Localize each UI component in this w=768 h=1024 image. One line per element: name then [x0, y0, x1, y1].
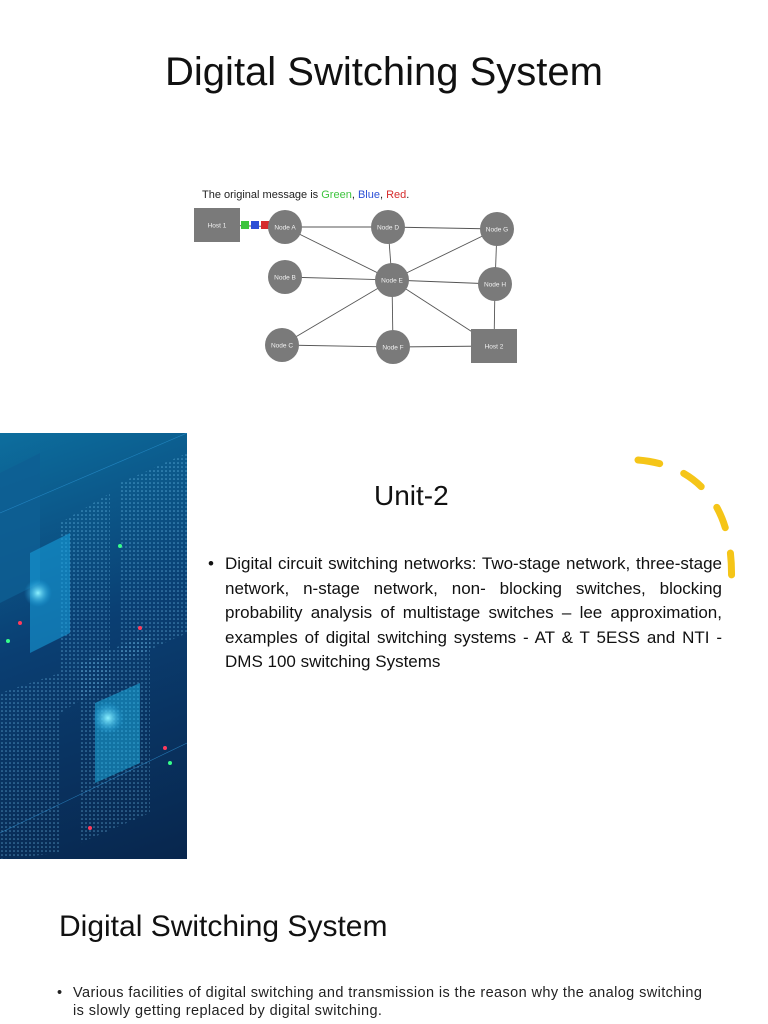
node-b: Node B: [268, 260, 302, 294]
section-title: Digital Switching System: [59, 910, 388, 943]
node-label: Host 2: [485, 344, 504, 351]
node-shape: [376, 330, 410, 364]
node-label: Node A: [274, 225, 296, 232]
edge-B-E: [284, 276, 393, 281]
caption-blue: Blue: [358, 189, 380, 201]
caption-end: .: [406, 189, 409, 201]
message-packets: [241, 221, 269, 229]
node-shape: [471, 329, 517, 363]
node-label: Node F: [382, 345, 403, 352]
node-a: Node A: [268, 210, 302, 244]
nodes-layer: Host 1 Node A Node B Node C Node D Node E Node…: [194, 208, 517, 364]
network-diagram: The original message is Green, Blue, Red…: [194, 189, 517, 364]
caption-red: Red: [386, 189, 406, 201]
node-shape: [375, 263, 409, 297]
edge-E-H: [391, 279, 496, 285]
topics-text: Digital circuit switching networks: Two-…: [225, 554, 722, 671]
packet-green: [241, 221, 249, 229]
node-shape: [478, 267, 512, 301]
node-shape: [480, 212, 514, 246]
caption-sep-2: ,: [380, 189, 386, 201]
node-f: Node F: [376, 330, 410, 364]
node-label: Node D: [377, 225, 399, 232]
node-label: Host 1: [208, 223, 227, 230]
node-shape: [268, 210, 302, 244]
topics-list: • Digital circuit switching networks: Tw…: [208, 552, 722, 675]
edge-A-E: [284, 226, 393, 281]
diagram-caption: The original message is Green, Blue, Red…: [202, 189, 409, 201]
node-shape: [265, 328, 299, 362]
caption-sep-1: ,: [352, 189, 358, 201]
node-host2: Host 2: [471, 329, 517, 363]
node-h: Node H: [478, 267, 512, 301]
node-label: Node B: [274, 275, 296, 282]
node-label: Node H: [484, 282, 506, 289]
slide-title: Digital Switching System: [165, 50, 603, 94]
caption-prefix: The original message is: [202, 189, 321, 201]
node-e: Node E: [375, 263, 409, 297]
edges-layer: [216, 224, 498, 348]
decorative-dashed-arc: [634, 456, 735, 604]
circuit-background-image: [0, 433, 187, 859]
packet-blue: [251, 221, 259, 229]
packet-red: [261, 221, 269, 229]
node-label: Node E: [381, 278, 403, 285]
bullet-marker: •: [208, 554, 214, 573]
node-d: Node D: [371, 210, 405, 244]
body-list-item: • Various facilities of digital switchin…: [57, 984, 717, 1020]
node-label: Node C: [271, 343, 293, 350]
bullet-marker: •: [57, 985, 63, 1001]
node-shape: [371, 210, 405, 244]
node-shape: [268, 260, 302, 294]
node-host1: Host 1: [194, 208, 240, 242]
body-list: • Various facilities of digital switchin…: [57, 984, 717, 1020]
node-shape: [194, 208, 240, 242]
caption-green: Green: [321, 189, 352, 201]
node-c: Node C: [265, 328, 299, 362]
body-text: Various facilities of digital switching …: [73, 985, 703, 1019]
edge-C-F: [281, 344, 394, 348]
edge-E-G: [391, 228, 498, 281]
node-label: Node G: [486, 227, 508, 234]
edge-D-G: [387, 226, 498, 230]
topics-list-item: • Digital circuit switching networks: Tw…: [208, 552, 722, 675]
node-g: Node G: [480, 212, 514, 246]
edge-E-C: [281, 279, 393, 346]
unit-title: Unit-2: [374, 480, 449, 511]
